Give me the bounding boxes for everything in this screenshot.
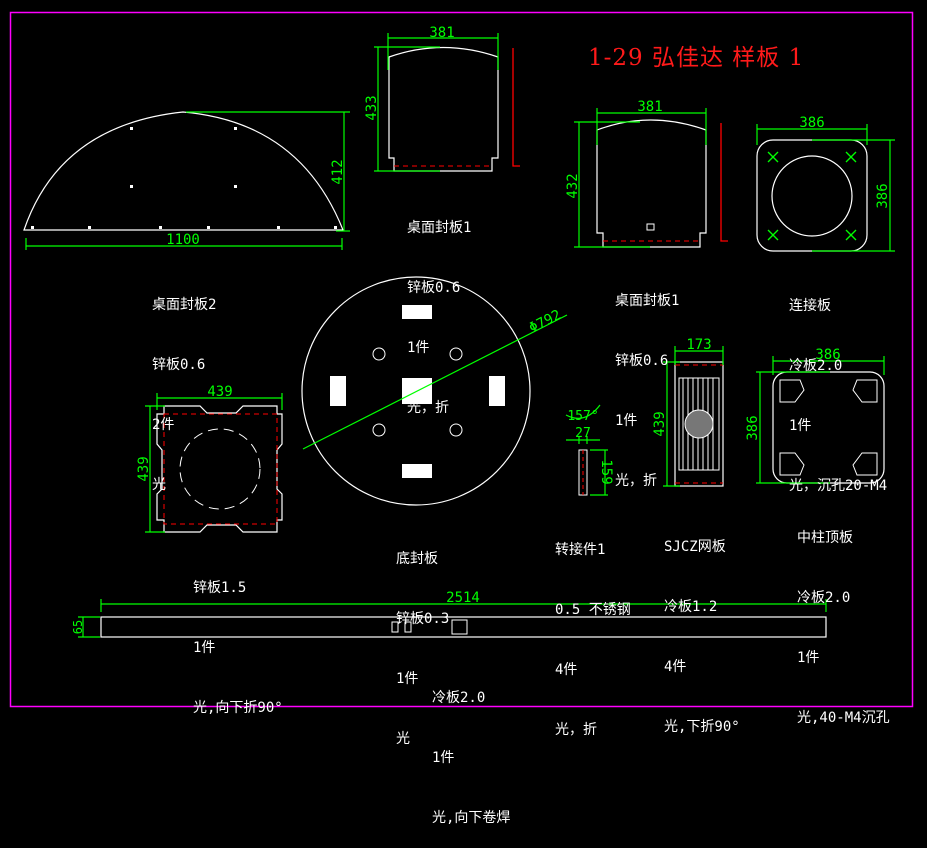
dim-width: 386 — [815, 347, 840, 363]
dim-width: 439 — [207, 384, 232, 400]
note-line: 1件 — [396, 671, 419, 687]
note-line: 光,下折90° — [664, 719, 740, 735]
drawing-title: 1-29 弘佳达 样板 1 — [588, 45, 805, 71]
note-line: 1件 — [407, 340, 430, 356]
note-line: 光，折 — [555, 722, 597, 738]
dim-height: 433 — [364, 95, 380, 120]
dim-width: 381 — [429, 25, 454, 41]
bend-marker — [720, 123, 728, 242]
strip-outline — [100, 616, 827, 638]
dim-width: 173 — [686, 337, 711, 353]
note-line: SJCZ网板 — [664, 539, 726, 555]
notes-desk-cover-1b: 桌面封板1 锌板0.6 1件 光，折 — [615, 251, 679, 511]
part-desk-cover-1a: 381 433 — [364, 25, 520, 172]
dome-outline — [23, 111, 344, 231]
note-line: 1件 — [193, 640, 216, 656]
notes-sjcz-mesh: SJCZ网板 冷板1.2 4件 光,下折90° — [664, 497, 740, 757]
note-line: 底封板 — [396, 551, 438, 567]
note-line: 冷板2.0 — [432, 690, 486, 706]
note-line: 锌板0.6 — [407, 280, 461, 296]
drawing-frame — [9, 11, 914, 708]
plate-outline — [388, 46, 499, 172]
dim-height: 65 — [71, 620, 85, 634]
dim-height: 439 — [652, 411, 668, 436]
note-line: 1件 — [789, 418, 812, 434]
plate-outline — [596, 119, 707, 248]
note-line: 冷板2.0 — [797, 590, 851, 606]
notes-desk-cover-2: 桌面封板2 锌板0.6 2件 光 — [152, 255, 216, 515]
note-line: 2件 — [152, 417, 175, 433]
note-line: 1件 — [432, 750, 455, 766]
note-line: 光，折 — [615, 473, 657, 489]
note-line: 光,40-M4沉孔 — [797, 710, 890, 726]
dim-width: 386 — [799, 115, 824, 131]
note-line: 0.5 不锈钢 — [555, 602, 631, 618]
plate-outline — [156, 405, 283, 533]
dim-width: 1100 — [166, 232, 200, 248]
part-long-strip: 2514 65 — [71, 590, 827, 638]
disc-outline — [301, 276, 531, 506]
dim-width: 2514 — [446, 590, 480, 606]
note-line: 连接板 — [789, 298, 831, 314]
note-line: 转接件1 — [555, 542, 606, 558]
notch — [646, 223, 655, 231]
dim-width: 27 — [575, 426, 591, 441]
part-sjcz-mesh: 173 439 — [652, 337, 724, 487]
notes-connecting-plate: 连接板 冷板2.0 1件 光，沉孔20-M4 — [789, 256, 887, 516]
corner-cutouts — [779, 379, 878, 476]
note-line: 中柱顶板 — [797, 530, 853, 546]
dim-height: 386 — [745, 415, 761, 440]
notes-zinc-plate-square: 锌板1.5 1件 光,向下折90° — [193, 538, 283, 738]
center-opening — [771, 155, 853, 237]
dim-diameter: Φ792 — [527, 307, 564, 337]
note-line: 光,向下卷焊 — [432, 810, 511, 826]
dim-angle: 157° — [567, 409, 598, 424]
note-line: 桌面封板1 — [615, 293, 680, 309]
diameter-leader — [302, 314, 568, 450]
notes-long-strip: 冷板2.0 1件 光,向下卷焊 — [432, 648, 510, 848]
mesh-center — [684, 409, 714, 439]
note-line: 桌面封板2 — [152, 297, 217, 313]
part-column-top-plate: 386 386 — [745, 347, 885, 484]
part-bottom-cover: Φ792 — [301, 276, 568, 506]
bend-marker — [512, 48, 520, 167]
part-adapter-1: 157° 27 159 — [565, 404, 614, 496]
note-line: 锌板1.5 — [193, 580, 247, 596]
note-line: 4件 — [555, 662, 578, 678]
note-line: 冷板2.0 — [789, 358, 843, 374]
note-line: 1件 — [797, 650, 820, 666]
note-line: 锌板0.6 — [615, 353, 669, 369]
dim-width: 381 — [637, 99, 662, 115]
note-line: 桌面封板1 — [407, 220, 472, 236]
notes-adapter-1: 转接件1 0.5 不锈钢 4件 光，折 — [555, 500, 631, 760]
part-desk-cover-2: 1100 412 — [23, 111, 350, 250]
note-line: 光 — [152, 477, 166, 493]
note-line: 1件 — [615, 413, 638, 429]
pattern-ring — [179, 428, 261, 510]
dim-height: 412 — [330, 159, 346, 184]
notes-desk-cover-1a: 桌面封板1 锌板0.6 1件 光，折 — [407, 178, 471, 438]
cad-drawing-canvas: 1100 412 381 433 381 432 — [9, 11, 914, 708]
part-desk-cover-1b: 381 432 — [565, 99, 728, 248]
note-line: 光，折 — [407, 400, 449, 416]
vent-groups — [330, 305, 505, 478]
dimension-lines — [25, 111, 350, 250]
note-line: 锌板0.3 — [396, 611, 450, 627]
bend-boundary — [163, 413, 278, 525]
mounting-holes — [31, 127, 337, 229]
note-line: 冷板1.2 — [664, 599, 718, 615]
note-line: 锌板0.6 — [152, 357, 206, 373]
dim-height: 439 — [136, 456, 152, 481]
dim-height: 386 — [875, 183, 891, 208]
note-line: 光，沉孔20-M4 — [789, 478, 888, 494]
dim-height: 432 — [565, 173, 581, 198]
note-line: 光,向下折90° — [193, 700, 283, 716]
openings — [372, 347, 463, 437]
plate-outline — [674, 361, 724, 487]
part-connecting-plate: 386 386 — [756, 115, 895, 252]
part-zinc-plate-square: 439 439 — [136, 384, 283, 533]
note-line: 4件 — [664, 659, 687, 675]
dim-height: 159 — [598, 459, 614, 484]
notes-column-top-plate: 中柱顶板 冷板2.0 1件 光,40-M4沉孔 — [797, 488, 890, 748]
